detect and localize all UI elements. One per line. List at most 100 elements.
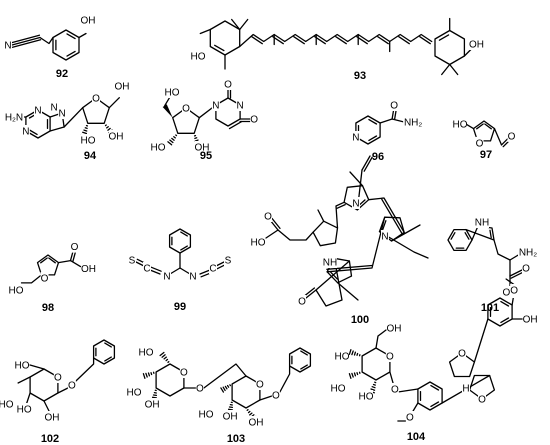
atom-label-n: N xyxy=(189,272,196,283)
double-bond xyxy=(510,271,524,279)
atom-mask xyxy=(34,104,42,116)
atom-label-c: C xyxy=(143,264,150,275)
atom-mask xyxy=(223,410,238,422)
double-bond xyxy=(300,350,308,356)
double-bond xyxy=(48,257,56,264)
compound-number-100: 100 xyxy=(351,314,369,326)
hashed-bond xyxy=(82,131,88,135)
atom-mask xyxy=(518,246,538,258)
atom-mask xyxy=(81,14,95,26)
atom-mask xyxy=(139,346,153,358)
bond xyxy=(57,259,72,264)
double-bond xyxy=(476,123,484,130)
double-bond xyxy=(500,317,510,324)
compound-number-94: 94 xyxy=(84,150,97,162)
bond xyxy=(449,63,459,76)
double-bond xyxy=(11,39,42,48)
atom-mask xyxy=(475,216,489,228)
bond xyxy=(259,395,273,401)
hashed-bond xyxy=(84,127,88,130)
double-bond xyxy=(450,232,456,240)
compound-number-96: 96 xyxy=(372,151,384,163)
bond xyxy=(493,239,511,261)
bond xyxy=(11,36,41,46)
hashed-bond xyxy=(348,349,352,355)
compound-number-97: 97 xyxy=(480,149,492,161)
atom-mask xyxy=(179,366,188,378)
atom-mask xyxy=(390,99,399,111)
bond xyxy=(378,230,429,259)
atom-label-o: O xyxy=(508,131,516,142)
bond xyxy=(265,229,279,239)
atom-label-oh: OH xyxy=(109,132,124,143)
double-bond xyxy=(363,156,373,172)
hashed-bond xyxy=(147,372,151,377)
wedge-bond xyxy=(162,104,173,118)
atom-label-n: N xyxy=(381,232,388,243)
hashed-bond xyxy=(161,354,166,358)
bond xyxy=(493,127,503,146)
atom-label-oh: OH xyxy=(115,82,130,93)
ring xyxy=(468,374,496,400)
atom-label-oh: OH xyxy=(81,16,96,27)
bond xyxy=(75,357,95,382)
hashed-bond xyxy=(83,129,88,132)
atom-mask xyxy=(385,350,394,362)
bond xyxy=(361,155,371,171)
bond xyxy=(169,267,181,275)
hashed-bond xyxy=(145,372,148,378)
double-bond xyxy=(66,50,76,57)
atom-mask xyxy=(478,393,486,405)
atom-label-nh2: NH₂ xyxy=(519,248,537,259)
compound-number-93: 93 xyxy=(354,70,366,82)
ring xyxy=(52,29,80,61)
atom-mask xyxy=(298,295,306,307)
bond xyxy=(63,107,84,128)
atom-mask xyxy=(211,99,220,111)
atom-mask xyxy=(17,403,32,415)
hashed-bond xyxy=(249,412,253,416)
atom-mask xyxy=(271,389,280,401)
atom-label-n: N xyxy=(237,101,244,112)
ring xyxy=(82,97,110,124)
hashed-bond xyxy=(229,384,232,387)
double-bond xyxy=(438,34,450,41)
atom-mask xyxy=(58,107,67,119)
atom-mask xyxy=(40,271,49,284)
bond xyxy=(390,224,421,242)
atom-label-o: O xyxy=(41,273,49,284)
hashed-bond xyxy=(348,373,352,379)
atom-label-ho: HO xyxy=(127,388,142,399)
atom-label-ho: HO xyxy=(359,392,374,403)
atom-mask xyxy=(249,416,263,428)
double-bond xyxy=(150,266,162,272)
bond xyxy=(239,18,249,31)
ring xyxy=(472,120,496,142)
atom-mask xyxy=(143,262,151,274)
atom-mask xyxy=(458,347,466,359)
hashed-bond xyxy=(351,350,354,356)
atom-mask xyxy=(15,359,29,371)
atom-label-n: N xyxy=(34,106,41,117)
hashed-bond xyxy=(169,139,174,144)
compound-number-101: 101 xyxy=(481,302,499,314)
ring xyxy=(288,347,312,373)
double-bond xyxy=(430,384,440,391)
atom-mask xyxy=(523,313,538,325)
bond xyxy=(315,257,351,307)
atom-label-o: O xyxy=(476,138,484,149)
atom-label-o: O xyxy=(180,368,188,379)
atom-label-o: O xyxy=(522,264,530,275)
atom-label-ho: HO xyxy=(81,136,96,147)
atom-mask xyxy=(67,379,76,391)
hashed-bond xyxy=(247,410,251,414)
bond xyxy=(199,28,211,35)
atom-mask xyxy=(224,254,232,266)
hashed-bond xyxy=(151,396,158,399)
double-bond xyxy=(66,33,76,40)
atom-label-ho: HO xyxy=(17,405,32,416)
atom-label-n: N xyxy=(352,199,359,210)
atom-label-o: O xyxy=(71,242,79,253)
atom-label-s: S xyxy=(129,256,136,267)
